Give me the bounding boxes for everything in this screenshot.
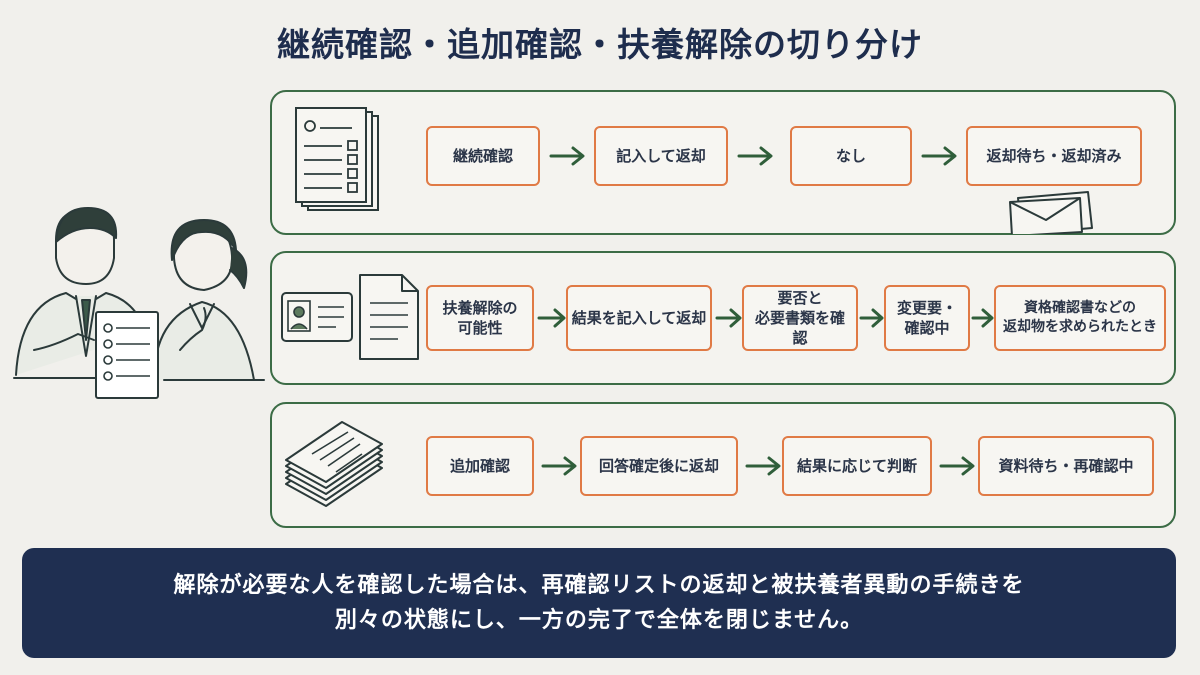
document-stack-icon bbox=[285, 421, 383, 507]
step-none: なし bbox=[790, 126, 912, 186]
summary-line-2: 別々の状態にし、一方の完了で全体を閉じません。 bbox=[334, 608, 864, 633]
arrow-right-icon bbox=[537, 308, 566, 328]
flow-panel-dependent-removal: 扶養解除の 可能性 結果を記入して返却 要否と 必要書類を確認 変更要・ 確認中… bbox=[270, 251, 1176, 385]
business-people-illustration bbox=[13, 207, 265, 399]
checklist-document-icon bbox=[295, 107, 379, 211]
step-change-needed-checking: 変更要・ 確認中 bbox=[884, 285, 970, 351]
step-check-necessity-documents: 要否と 必要書類を確認 bbox=[742, 285, 858, 351]
flow-panel-additional-check: 追加確認 回答確定後に返却 結果に応じて判断 資料待ち・再確認中 bbox=[270, 402, 1176, 528]
arrow-right-icon bbox=[541, 456, 577, 476]
arrow-right-icon bbox=[939, 456, 975, 476]
envelope-icon bbox=[1009, 191, 1093, 234]
summary-banner: 解除が必要な人を確認した場合は、再確認リストの返却と被扶養者異動の手続きを 別々… bbox=[22, 548, 1176, 658]
step-additional-check: 追加確認 bbox=[426, 436, 534, 496]
step-awaiting-returned: 返却待ち・返却済み bbox=[966, 126, 1142, 186]
step-return-items-requested: 資格確認書などの 返却物を求められたとき bbox=[994, 285, 1166, 351]
flow-panel-continuation: 継続確認 記入して返却 なし 返却待ち・返却済み bbox=[270, 90, 1176, 235]
step-record-result-return: 結果を記入して返却 bbox=[566, 285, 712, 351]
arrow-right-icon bbox=[737, 146, 773, 166]
arrow-right-icon bbox=[549, 146, 585, 166]
step-possible-removal: 扶養解除の 可能性 bbox=[426, 285, 534, 351]
step-continuation-check: 継続確認 bbox=[426, 126, 540, 186]
arrow-right-icon bbox=[859, 308, 884, 328]
arrow-right-icon bbox=[745, 456, 781, 476]
step-judge-by-result: 結果に応じて判断 bbox=[782, 436, 932, 496]
summary-line-1: 解除が必要な人を確認した場合は、再確認リストの返却と被扶養者異動の手続きを bbox=[173, 572, 1025, 598]
arrow-right-icon bbox=[971, 308, 994, 328]
page-title: 継続確認・追加確認・扶養解除の切り分け bbox=[277, 25, 923, 64]
arrow-right-icon bbox=[715, 308, 742, 328]
step-fill-and-return: 記入して返却 bbox=[594, 126, 728, 186]
document-icon bbox=[359, 274, 419, 360]
arrow-right-icon bbox=[921, 146, 957, 166]
step-awaiting-materials-recheck: 資料待ち・再確認中 bbox=[978, 436, 1154, 496]
id-card-icon bbox=[281, 292, 353, 342]
step-return-after-answer: 回答確定後に返却 bbox=[580, 436, 738, 496]
